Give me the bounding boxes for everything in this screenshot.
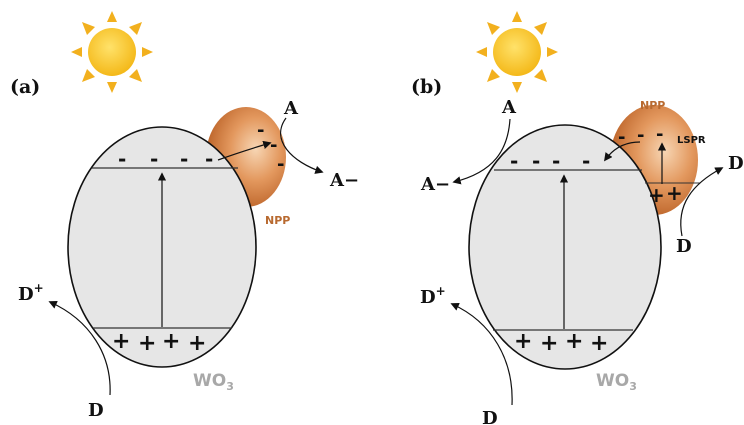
np-hole: +	[666, 181, 683, 205]
vb-hole: +	[514, 329, 532, 354]
cb-electron: -	[118, 147, 126, 171]
np-hole: +	[648, 183, 665, 207]
panel-a: (a) - - - - + + + + - - -	[10, 11, 359, 421]
vb-hole: +	[188, 331, 206, 356]
donor-oxidized-label: D+	[420, 284, 446, 308]
vb-hole: +	[590, 331, 608, 356]
hot-electron-injection-arrow	[604, 141, 641, 162]
panel-label: (a)	[10, 76, 40, 98]
acceptor-reduced-label: A−	[420, 174, 450, 195]
cb-electron: -	[582, 149, 590, 173]
sun-icon	[476, 11, 558, 93]
np-electron: -	[257, 120, 264, 141]
wo3-particle	[468, 124, 662, 370]
np-electron: -	[270, 135, 277, 156]
vb-hole: +	[138, 331, 156, 356]
acceptor-label: A	[283, 98, 299, 119]
host-label: WO3	[193, 371, 234, 393]
cb-electron: -	[510, 149, 518, 173]
electron-transfer-arrow	[217, 140, 272, 161]
np-oxidation-arrow	[680, 167, 724, 237]
oxidation-arrow	[48, 300, 111, 396]
reduction-arrow	[280, 117, 324, 174]
np-donor-label: D	[676, 236, 692, 257]
lspr-label: LSPR	[677, 135, 706, 146]
cb-electron: -	[180, 147, 188, 171]
np-donor-oxidized-label: D	[728, 153, 744, 174]
np-label: NPP	[640, 99, 665, 112]
acceptor-reduced-label: A−	[329, 170, 359, 191]
cb-electron: -	[205, 147, 213, 171]
vb-hole: +	[162, 329, 180, 354]
sun-icon	[71, 11, 153, 93]
donor-label: D	[88, 400, 104, 421]
cb-electron: -	[532, 149, 540, 173]
vb-hole: +	[112, 329, 130, 354]
vb-hole: +	[540, 331, 558, 356]
donor-oxidized-label: D+	[18, 281, 44, 305]
panel-b: (b) - - - - + + + + - - -	[411, 11, 744, 425]
panel-label: (b)	[411, 76, 442, 98]
vb-hole: +	[565, 329, 583, 354]
np-electron: -	[656, 124, 663, 145]
cb-electron: -	[150, 147, 158, 171]
acceptor-label: A	[501, 97, 517, 118]
np-electron: -	[618, 127, 625, 148]
reduction-arrow	[452, 118, 511, 185]
cb-electron: -	[552, 149, 560, 173]
host-label: WO3	[596, 371, 637, 393]
oxidation-arrow	[450, 302, 513, 406]
np-electron: -	[277, 154, 284, 175]
np-electron: -	[637, 125, 644, 146]
donor-label: D	[482, 408, 498, 425]
np-label: NPP	[265, 214, 290, 227]
